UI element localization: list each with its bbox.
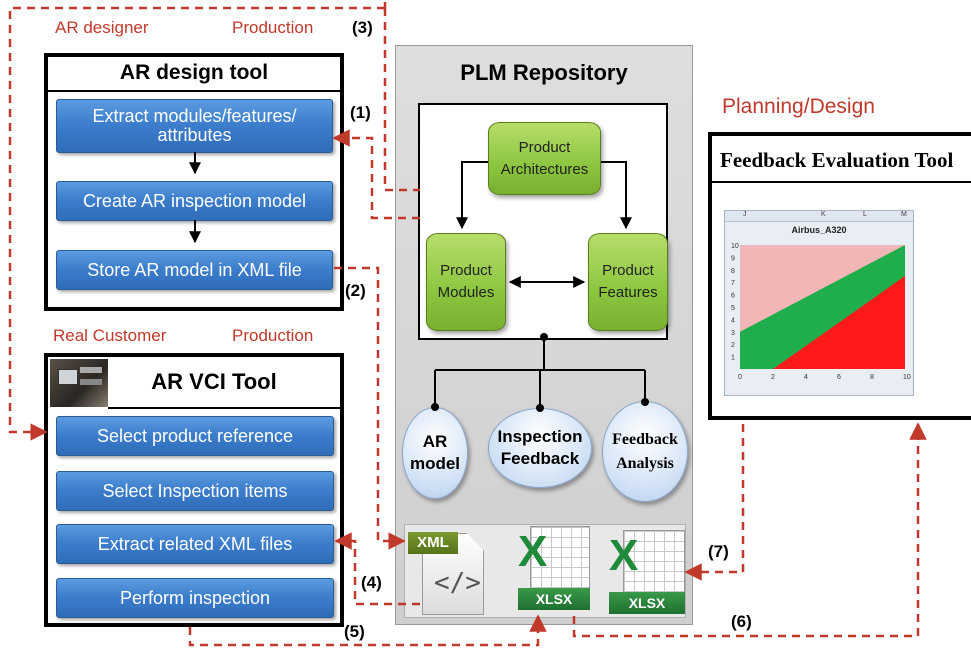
- y-tick-label: 7: [731, 280, 735, 287]
- spreadsheet-col-headers: J K L M: [725, 211, 913, 222]
- product-features-db: Product Features: [588, 233, 668, 331]
- y-ticks: 10 9 8 7 6 5 4 3 2 1: [731, 243, 739, 362]
- x-tick-label: 0: [738, 374, 742, 381]
- x-ticks: 0 2 4 6 8 10: [738, 374, 911, 381]
- tree-node-top: [540, 333, 548, 341]
- step5-label: (5): [344, 622, 365, 642]
- production-mid-label: Production: [232, 326, 314, 345]
- dashed-path-5: [188, 614, 547, 647]
- dashed-path-4: [334, 532, 420, 606]
- col-header-j: J: [743, 211, 747, 218]
- inspection-feedback-circle: Inspection Feedback: [488, 408, 592, 488]
- step3-label: (3): [352, 18, 373, 37]
- col-header-m: M: [901, 211, 907, 218]
- vci-thumbnail: [50, 359, 108, 407]
- dashed-path-3: [8, 0, 387, 432]
- extract-modules-button[interactable]: Extract modules/features/ attributes: [56, 99, 333, 153]
- x-tick-label: 4: [804, 374, 808, 381]
- ar-vci-tool-panel: AR VCI Tool Select product reference Sel…: [44, 353, 344, 627]
- feedback-evaluation-tool-panel: Feedback Evaluation Tool J K L M Airbus_…: [708, 132, 971, 420]
- product-architectures-db: Product Architectures: [488, 122, 601, 195]
- ar-design-tool-title: AR design tool: [119, 61, 269, 84]
- step7-label: (7): [708, 542, 729, 562]
- spreadsheet-chart: J K L M Airbus_A320 10 9 8 7 6 5 4 3 2 1 0 2 4 6 8 10: [724, 210, 914, 396]
- ar-vci-tool-title: AR VCI Tool: [151, 369, 277, 394]
- y-tick-label: 1: [731, 355, 735, 362]
- tree-node-ar: [431, 403, 439, 411]
- store-ar-model-button[interactable]: Store AR model in XML file: [56, 250, 333, 290]
- x-tick-label: 8: [870, 374, 874, 381]
- y-tick-label: 5: [731, 305, 735, 312]
- dashed-path-3b: [383, 8, 420, 192]
- red-band: [773, 276, 905, 369]
- feedback-analysis-circle: Feedback Analysis: [602, 401, 688, 502]
- real-customer-label: Real Customer: [53, 326, 167, 345]
- product-modules-db: Product Modules: [426, 233, 506, 331]
- x-tick-label: 10: [903, 374, 911, 381]
- y-tick-label: 10: [731, 243, 739, 250]
- y-tick-label: 9: [731, 255, 735, 262]
- select-inspection-items-button[interactable]: Select Inspection items: [56, 471, 334, 511]
- planning-design-label: Planning/Design: [722, 95, 875, 118]
- xlsx-badge-1: XLSX: [518, 588, 590, 610]
- ar-designer-label: AR designer: [55, 18, 149, 37]
- create-ar-model-button[interactable]: Create AR inspection model: [56, 181, 333, 221]
- chart-title: Airbus_A320: [791, 225, 847, 235]
- select-product-reference-button[interactable]: Select product reference: [56, 416, 334, 456]
- step4-label: (4): [361, 573, 382, 593]
- mini-chart-plot: 10 9 8 7 6 5 4 3 2 1 0 2 4 6 8 10: [731, 243, 911, 381]
- xlsx-icon-2: X XLSX: [609, 530, 685, 616]
- production-top-label: Production: [232, 18, 314, 37]
- xlsx-badge-2: XLSX: [609, 592, 685, 614]
- feedback-tool-title: Feedback Evaluation Tool: [720, 148, 954, 172]
- extract-xml-files-button[interactable]: Extract related XML files: [56, 524, 334, 564]
- dashed-path-6: [572, 422, 927, 638]
- arch-to-modules-arrow: [456, 161, 488, 230]
- y-tick-label: 2: [731, 342, 735, 349]
- step2-label: (2): [345, 281, 366, 301]
- tree-node-fb: [641, 398, 649, 406]
- y-tick-label: 6: [731, 293, 735, 300]
- x-tick-label: 2: [771, 374, 775, 381]
- y-tick-label: 4: [731, 317, 735, 324]
- ar-design-tool-panel: AR design tool Extract modules/features/…: [44, 53, 344, 311]
- y-tick-label: 8: [731, 268, 735, 275]
- perform-inspection-button[interactable]: Perform inspection: [56, 578, 334, 618]
- x-tick-label: 6: [837, 374, 841, 381]
- col-header-k: K: [821, 211, 826, 218]
- dashed-path-7: [684, 424, 745, 581]
- dashed-path-1: [332, 129, 420, 220]
- step1-label: (1): [350, 103, 371, 123]
- arch-to-features-arrow: [601, 161, 632, 230]
- xlsx-icon-1: X XLSX: [518, 526, 590, 614]
- plm-repository-title: PLM Repository: [460, 60, 628, 85]
- dashed-path-2: [334, 266, 406, 550]
- tree-node-insp: [536, 404, 544, 412]
- col-header-l: L: [863, 211, 867, 218]
- xml-badge: XML: [408, 532, 458, 554]
- y-tick-label: 3: [731, 330, 735, 337]
- ar-model-circle: AR model: [402, 407, 468, 499]
- step6-label: (6): [731, 612, 752, 632]
